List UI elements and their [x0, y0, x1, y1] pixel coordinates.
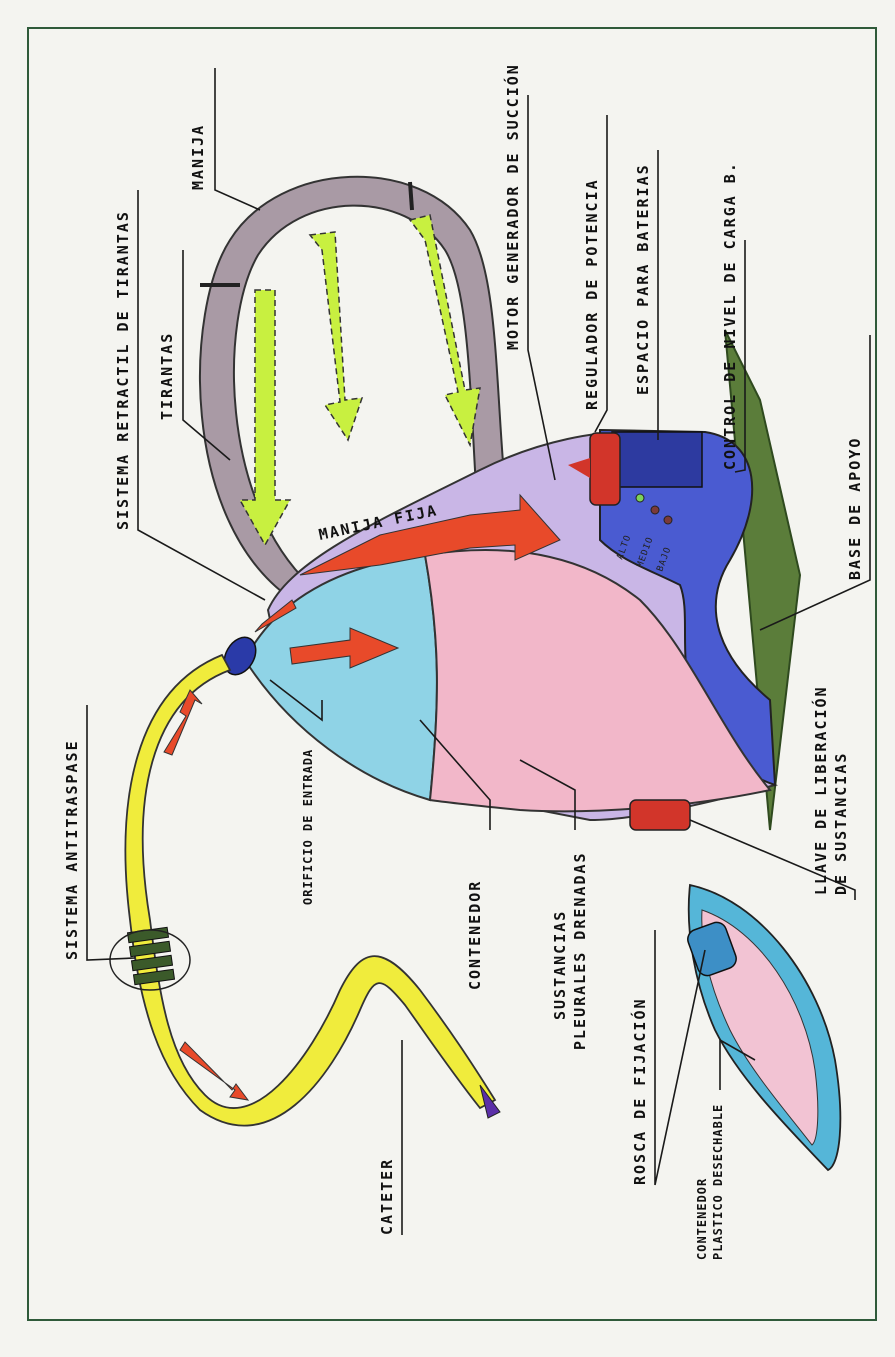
led-medio	[651, 506, 659, 514]
led-bajo	[664, 516, 672, 524]
led-alto	[636, 494, 644, 502]
label-base-apoyo: BASE DE APOYO	[846, 437, 864, 580]
label-orificio: ORIFICIO DE ENTRADA	[301, 749, 315, 905]
tube-flow-arrows	[164, 690, 248, 1100]
label-motor: MOTOR GENERADOR DE SUCCIÓN	[503, 63, 522, 350]
strap-clip-top	[410, 182, 412, 210]
label-rosca: ROSCA DE FIJACIÓN	[630, 997, 649, 1185]
label-tirantas: TIRANTAS	[158, 332, 176, 420]
release-valve	[630, 800, 690, 830]
label-cateter: CATETER	[378, 1158, 396, 1235]
label-sistema-antitraspase: SISTEMA ANTITRASPASE	[63, 739, 81, 960]
label-plastico-2: PLASTICO DESECHABLE	[711, 1104, 725, 1260]
container-blue	[245, 555, 437, 800]
label-sustancias-2: PLEURALES DRENADAS	[571, 851, 589, 1050]
label-sistema-retractil: SISTEMA RETRACTIL DE TIRANTAS	[114, 210, 132, 530]
label-contenedor: CONTENEDOR	[466, 880, 484, 990]
label-control-nivel: CONTROL DE NIVEL DE CARGA B.	[721, 161, 739, 470]
label-manija: MANIJA	[189, 124, 207, 190]
power-regulator-knob	[590, 433, 620, 505]
label-llave-2: DE SUSTANCIAS	[832, 752, 850, 895]
label-sustancias-1: SUSTANCIAS	[551, 910, 569, 1020]
label-llave-1: LLAVE DE LIBERACIÓN	[811, 685, 830, 895]
battery-compartment	[612, 432, 702, 487]
label-regulador: REGULADOR DE POTENCIA	[583, 178, 601, 410]
label-plastico-1: CONTENEDOR	[695, 1178, 709, 1260]
label-espacio-baterias: ESPACIO PARA BATERIAS	[634, 163, 652, 395]
